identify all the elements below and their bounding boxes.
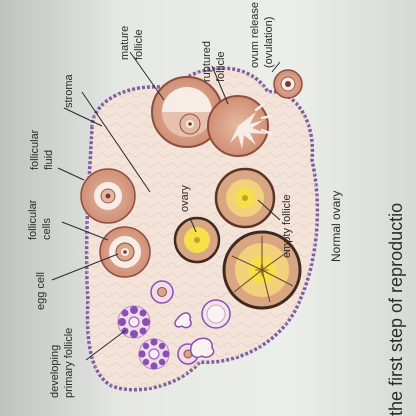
label-follicular-cells: follicular cells	[27, 197, 53, 240]
follicle-egg-cell	[99, 226, 151, 278]
primary-follicle-lower	[138, 338, 170, 370]
follicle-follicular-cells	[80, 168, 136, 224]
label-developing-primary-follicle: developing primary follicle	[49, 328, 75, 398]
label-stroma: stroma	[63, 74, 75, 109]
leader-lines	[51, 51, 281, 361]
label-ruptured-follicle: ruptured follicle	[201, 38, 227, 82]
label-ovary: ovary	[179, 185, 191, 212]
label-mature-follicle: mature follicle	[119, 23, 145, 60]
released-ovum	[273, 69, 303, 99]
label-egg-cell: egg cell	[35, 272, 47, 310]
mature-follicle	[151, 76, 223, 148]
empty-follicle-upper	[214, 167, 276, 229]
label-ovum-release: ovum release (ovulation)	[249, 0, 275, 68]
page-body-text: the first step of reproductio	[386, 203, 406, 416]
primary-follicle-upper	[117, 305, 151, 339]
small-yellow-follicle	[173, 216, 221, 264]
caption-normal-ovary: Normal ovary	[329, 191, 343, 262]
ruptured-follicle	[207, 95, 274, 157]
label-empty-follicle: empty follicle	[281, 194, 293, 258]
label-follicular-fluid: follicular fluid	[29, 127, 55, 170]
atretic-blobs	[174, 299, 231, 359]
empty-follicle-large	[222, 230, 302, 310]
